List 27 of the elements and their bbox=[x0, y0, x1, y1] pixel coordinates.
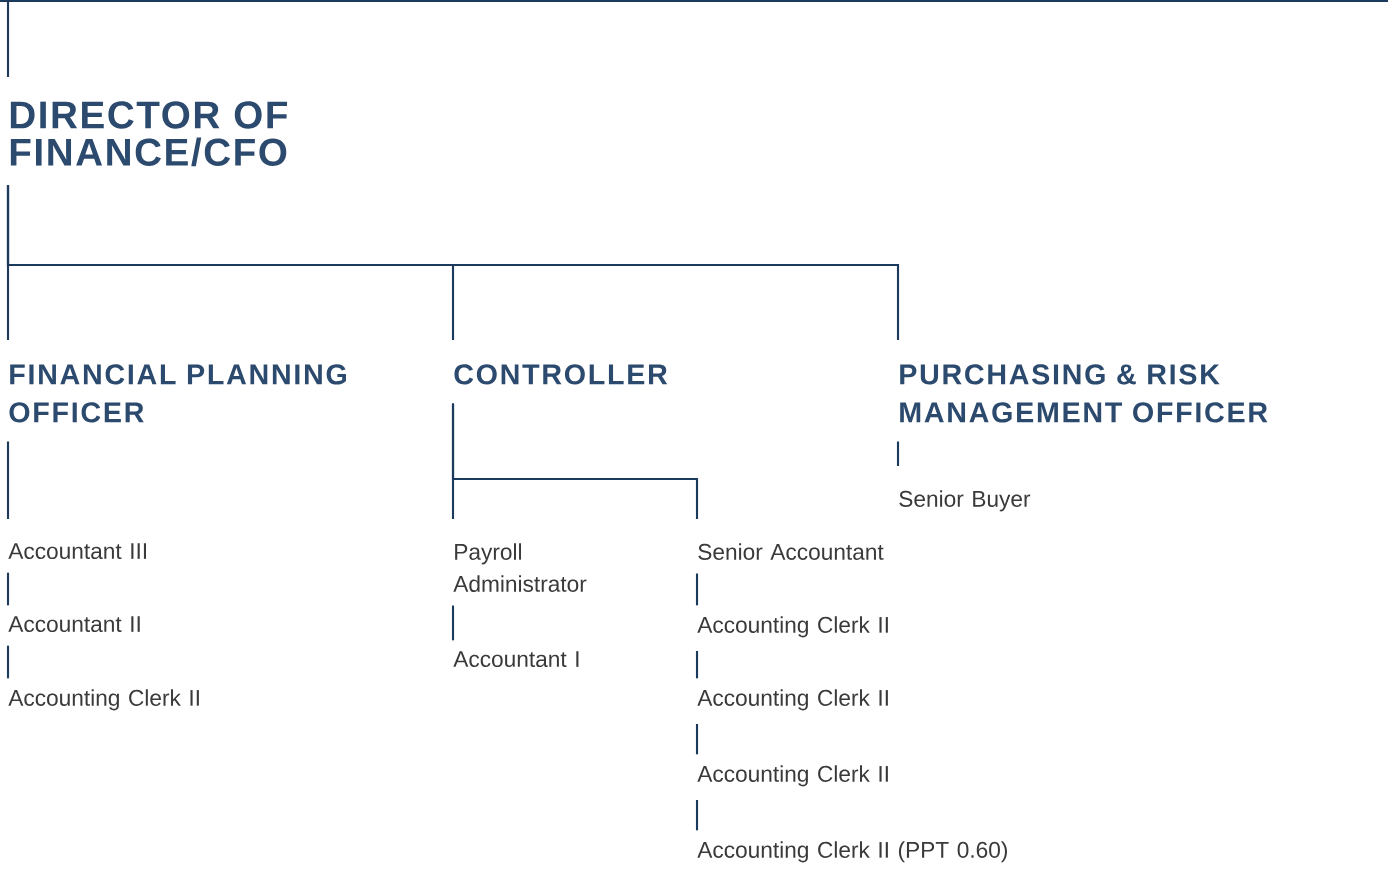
connector-line bbox=[451, 605, 455, 641]
heading-text: PURCHASING & RISK MANAGEMENT OFFICER bbox=[900, 364, 1268, 423]
position-text: Senior Accountant bbox=[698, 543, 884, 560]
connector-line bbox=[6, 572, 10, 606]
heading-text: DIRECTOR OF FINANCE/CFO bbox=[10, 101, 288, 167]
connector-line bbox=[6, 0, 10, 77]
connector-line bbox=[6, 185, 900, 340]
connector-line bbox=[451, 403, 699, 519]
connector-line bbox=[6, 441, 10, 519]
connector-line bbox=[695, 573, 699, 606]
connector-line bbox=[896, 441, 900, 466]
position-text: Senior Buyer bbox=[899, 490, 1031, 512]
connector-line bbox=[695, 651, 699, 679]
connector-line bbox=[6, 645, 10, 679]
position-text: Accountant II bbox=[8, 616, 140, 633]
connector-line bbox=[695, 724, 699, 755]
heading-text: FINANCIAL PLANNING OFFICER bbox=[9, 364, 346, 423]
heading-text: CONTROLLER bbox=[454, 364, 668, 385]
position-text: Accounting Clerk II bbox=[697, 689, 888, 711]
position-text: Accountant III bbox=[8, 543, 147, 560]
position-text: Payroll Administrator bbox=[453, 543, 587, 592]
position-text: Accounting Clerk II (PPT 0.60) bbox=[697, 841, 1007, 863]
position-text: Accounting Clerk II bbox=[697, 616, 888, 638]
position-text: Accounting Clerk II bbox=[8, 689, 199, 711]
position-text: Accountant I bbox=[453, 651, 579, 668]
position-text: Accounting Clerk II bbox=[697, 765, 888, 787]
connector-line bbox=[695, 800, 699, 831]
